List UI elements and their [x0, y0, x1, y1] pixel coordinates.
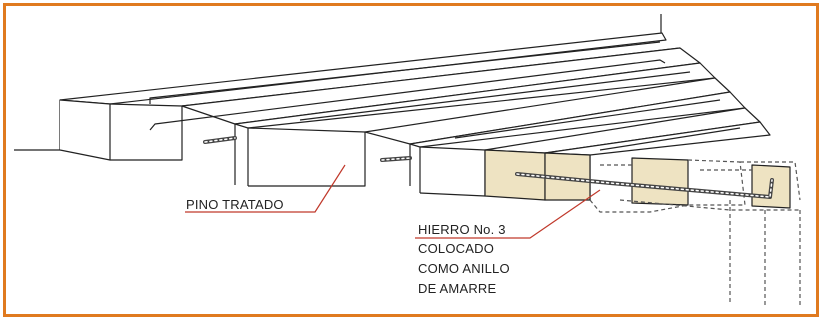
label-hierro-line4: DE AMARRE [418, 281, 497, 296]
label-hierro-line1: HIERRO No. 3 [418, 222, 506, 237]
label-hierro-line3: COMO ANILLO [418, 261, 510, 276]
label-hierro-line2: COLOCADO [418, 241, 495, 256]
leader-lines [185, 164, 601, 239]
planks [149, 47, 771, 200]
corner-blocks [484, 149, 791, 209]
wall-line [14, 100, 61, 151]
label-pino-tratado: PINO TRATADO [186, 197, 284, 212]
hidden-lines [589, 159, 801, 305]
